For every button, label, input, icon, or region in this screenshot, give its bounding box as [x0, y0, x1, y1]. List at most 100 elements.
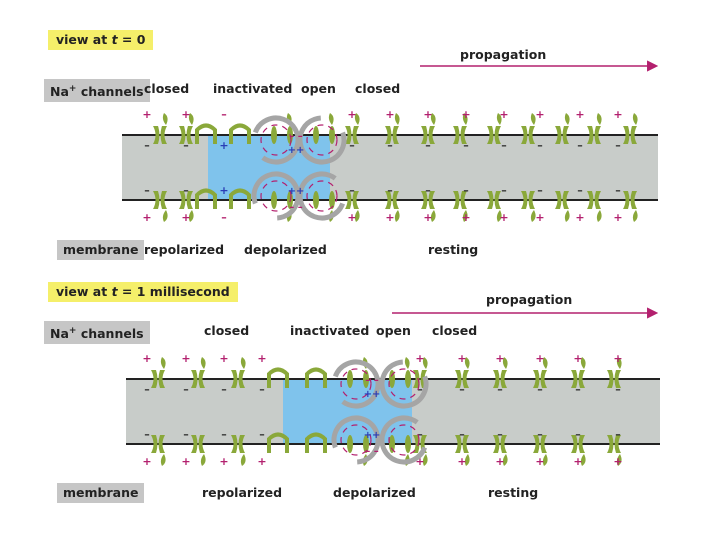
inner-negative-charge: –: [463, 184, 469, 197]
channel-subunit: [160, 191, 167, 209]
inner-negative-charge: –: [537, 139, 543, 152]
outer-positive-charge: +: [573, 455, 582, 468]
local-current-loop: [379, 359, 429, 409]
channel-gate: [496, 210, 502, 222]
double-positive-charge: ++: [288, 145, 305, 156]
channel-subunit: [614, 370, 621, 388]
channel-gate: [542, 357, 548, 369]
channel-subunit: [578, 370, 585, 388]
channel-subunit: [462, 435, 469, 453]
outer-positive-charge: +: [385, 211, 394, 224]
local-current-loop: [331, 415, 381, 465]
inactivated-channel: [305, 367, 327, 388]
channel-subunit: [413, 435, 420, 453]
outer-positive-charge: +: [613, 108, 622, 121]
channel-gate: [530, 210, 536, 222]
outer-positive-charge: +: [181, 108, 190, 121]
inner-negative-charge: –: [183, 383, 189, 396]
state-closed-left-1: closed: [144, 81, 190, 96]
channel-subunit: [521, 126, 528, 144]
outer-positive-charge: +: [457, 455, 466, 468]
channel-gate: [502, 454, 508, 466]
channel-subunit: [151, 435, 158, 453]
state-closed-left-2: closed: [204, 323, 250, 338]
outer-positive-charge: +: [423, 108, 432, 121]
channel-gate: [240, 454, 246, 466]
inactivated-channel: [267, 432, 289, 453]
local-current-loop: [251, 115, 301, 165]
channel-subunit: [623, 126, 630, 144]
channel-gate: [188, 113, 194, 125]
inner-negative-charge: –: [144, 383, 150, 396]
inner-negative-charge: –: [417, 428, 423, 441]
channel-subunit: [587, 191, 594, 209]
outer-positive-charge: +: [575, 108, 584, 121]
outer-positive-charge: +: [499, 108, 508, 121]
outer-positive-charge: +: [613, 455, 622, 468]
ion-flow-arrows: [340, 368, 372, 400]
outer-positive-charge: +: [257, 455, 266, 468]
state-closed-right-2: closed: [432, 323, 478, 338]
channel-gate: [616, 357, 622, 369]
inner-negative-charge: –: [183, 428, 189, 441]
double-positive-charge: ++: [288, 186, 305, 197]
state-inactivated-1: inactivated: [213, 81, 293, 96]
channel-gate: [596, 210, 602, 222]
ion-flow-arrows: [306, 124, 338, 156]
channel-gate: [462, 113, 468, 125]
channel-subunit: [421, 191, 428, 209]
channel-gate: [496, 113, 502, 125]
channel-subunit: [487, 126, 494, 144]
channel-subunit: [607, 435, 614, 453]
channel-gate: [542, 454, 548, 466]
channel-gate: [354, 210, 360, 222]
channel-gate: [394, 210, 400, 222]
outer-positive-charge: +: [142, 211, 151, 224]
channel-subunit: [363, 435, 369, 453]
membrane-repolarized-2: repolarized: [202, 485, 283, 500]
channel-subunit: [521, 191, 528, 209]
channel-subunit: [428, 191, 435, 209]
inner-negative-charge: –: [615, 139, 621, 152]
channel-subunit: [347, 435, 353, 453]
channel-subunit: [453, 126, 460, 144]
channel-subunit: [345, 191, 352, 209]
channel-subunit: [533, 435, 540, 453]
double-negative-charge: – –: [365, 375, 378, 386]
channel-gate: [162, 113, 168, 125]
membrane-label-1: membrane: [57, 240, 145, 260]
channel-subunit: [329, 191, 335, 209]
channel-subunit: [562, 191, 569, 209]
channel-subunit: [198, 435, 205, 453]
outer-positive-charge: +: [181, 211, 190, 224]
channel-gate: [580, 357, 586, 369]
channel-subunit: [571, 370, 578, 388]
outer-positive-charge: +: [499, 211, 508, 224]
inner-negative-charge: –: [259, 383, 265, 396]
channel-subunit: [607, 370, 614, 388]
inner-negative-charge: –: [615, 383, 621, 396]
state-inactivated-2: inactivated: [290, 323, 370, 338]
channel-subunit: [389, 435, 395, 453]
inner-negative-charge: –: [537, 383, 543, 396]
axon-panel-1: ++––++––––++++––++––++––++––++––++––++––…: [122, 60, 659, 224]
inner-negative-charge: –: [497, 383, 503, 396]
inactivated-channel: [195, 123, 217, 144]
outer-positive-charge: +: [347, 108, 356, 121]
channel-subunit: [493, 370, 500, 388]
na-channels-label-2: Na+ channels: [44, 321, 150, 345]
channel-subunit: [578, 435, 585, 453]
channel-gate: [632, 113, 638, 125]
membrane-resting-2: resting: [488, 485, 539, 500]
state-closed-right-1: closed: [355, 81, 401, 96]
inner-negative-charge: –: [537, 184, 543, 197]
outer-positive-charge: +: [385, 108, 394, 121]
local-current-loop: [297, 171, 347, 221]
inner-negative-charge: –: [459, 428, 465, 441]
channel-gate: [160, 357, 166, 369]
channel-subunit: [500, 435, 507, 453]
outer-positive-charge: +: [142, 455, 151, 468]
inner-negative-charge: –: [144, 184, 150, 197]
channel-subunit: [462, 370, 469, 388]
double-negative-charge: – –: [365, 446, 378, 457]
